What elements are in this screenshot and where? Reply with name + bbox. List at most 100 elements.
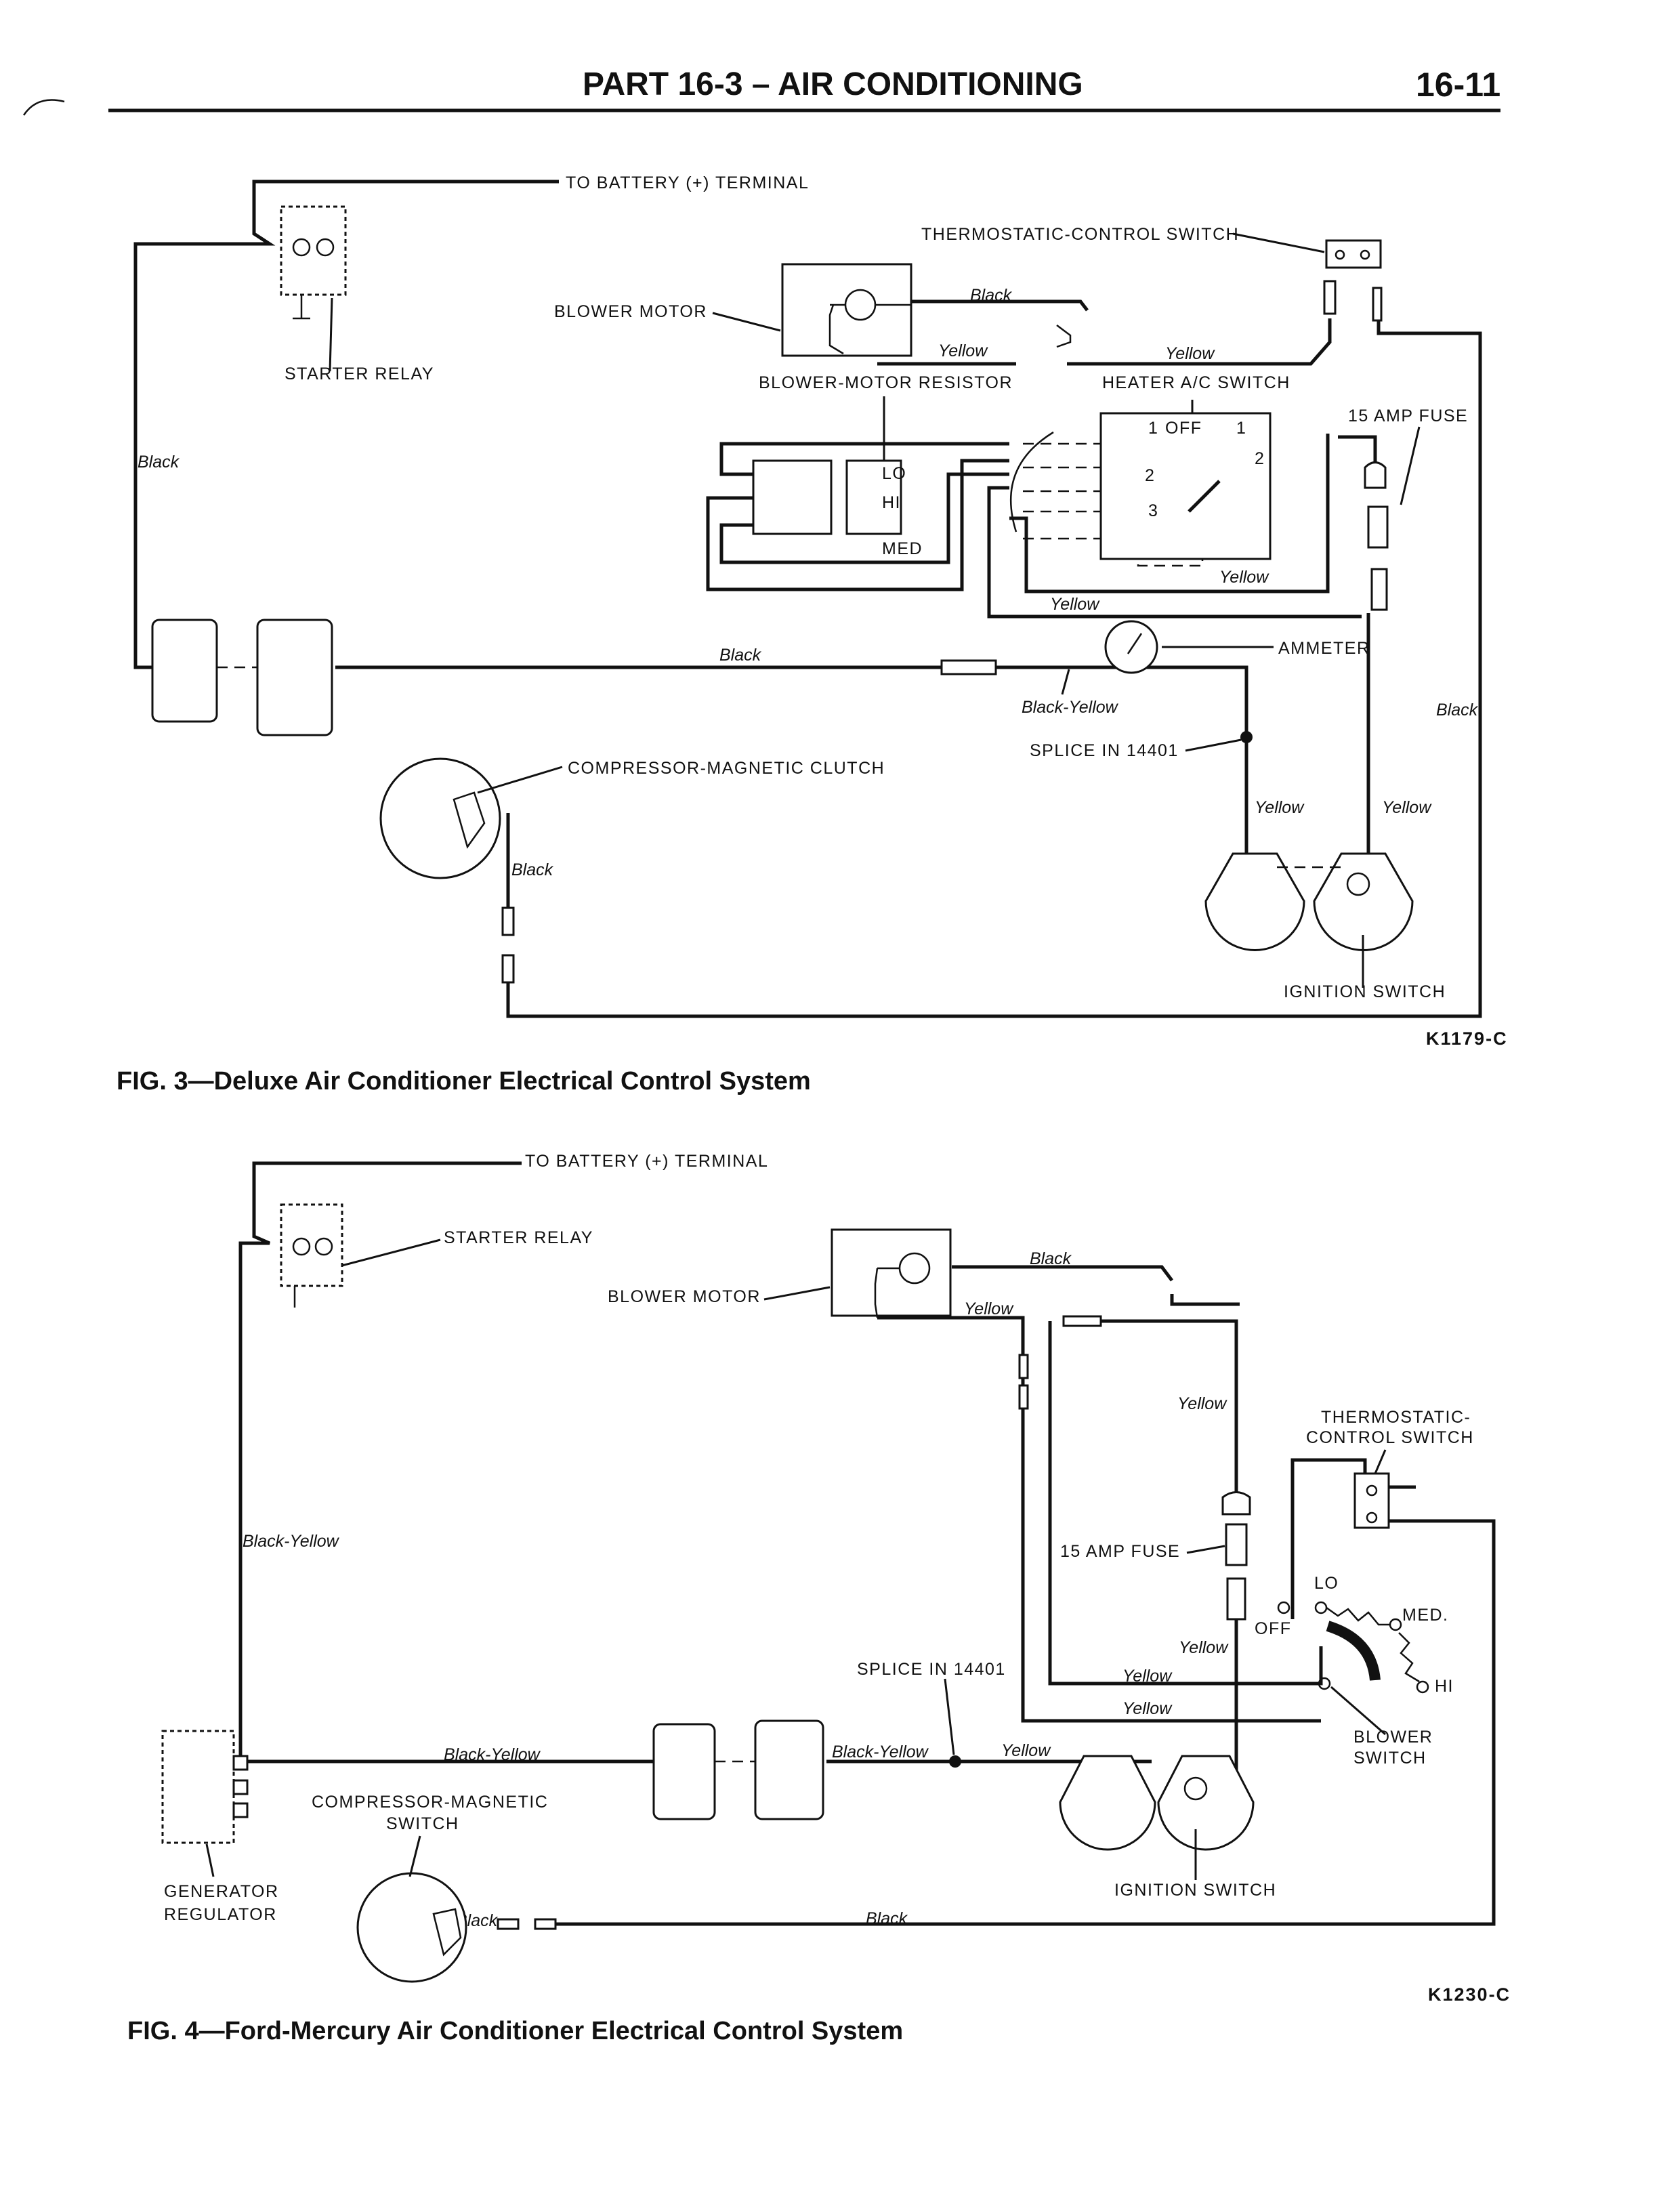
fig4-wire-label-yellow-2: Yellow — [1177, 1394, 1227, 1413]
fig4-label-fuse: 15 AMP FUSE — [1060, 1542, 1180, 1561]
fig3-wire-label-yellow-2: Yellow — [1165, 344, 1215, 363]
fig3-ammeter — [1104, 620, 1158, 674]
fig4-label-battery: TO BATTERY (+) TERMINAL — [525, 1152, 768, 1171]
fig3-code: K1179-C — [1426, 1028, 1508, 1049]
fig3-left-connector-a — [151, 619, 218, 723]
fig4-connector-b — [754, 1719, 824, 1820]
fig3-label-ignition: IGNITION SWITCH — [1284, 982, 1446, 1001]
fig3-label-hi: HI — [882, 493, 901, 512]
fig4-wire-label-black-yellow-left: Black-Yellow — [243, 1532, 340, 1551]
fig4-leader-thermostat — [1374, 1449, 1387, 1474]
fig4-leader-regulator — [205, 1843, 215, 1877]
fig4-label-thermostatic-2: CONTROL SWITCH — [1306, 1428, 1474, 1447]
page-corner-mark — [22, 99, 65, 116]
fig4-label-splice: SPLICE IN 14401 — [857, 1660, 1006, 1679]
fig3-ground — [1056, 325, 1072, 348]
fig3-leader-starter — [329, 297, 333, 372]
fig3-label-pos-3: 3 — [1148, 501, 1158, 520]
fig4-label-off: OFF — [1255, 1619, 1292, 1638]
fig3-leader-thermostat — [1232, 232, 1325, 253]
fig3-leader-fuse — [1400, 426, 1421, 505]
fig3-label-pos-2a: 2 — [1255, 449, 1265, 468]
fig4-wire-label-yellow-1: Yellow — [964, 1299, 1014, 1318]
fig4-blower-motor — [831, 1228, 952, 1317]
fig4-leader-clutch — [408, 1835, 421, 1877]
header-page-number: 16-11 — [1416, 66, 1500, 104]
fig3-label-blower-resistor: BLOWER-MOTOR RESISTOR — [759, 373, 1013, 392]
fig3-wire-label-yellow-4: Yellow — [1050, 595, 1100, 614]
fig4-wire-black-top — [952, 1265, 1173, 1282]
fig4-wire-label-yellow-6: Yellow — [1122, 1699, 1173, 1718]
fig3-leader-clutch — [477, 766, 563, 794]
fig3-wire-yellow-2 — [1067, 318, 1332, 366]
fig3-wire-label-black-right: Black — [1436, 701, 1479, 719]
fig4-wire-battery — [238, 1161, 522, 1761]
fig3-ignition-switch-right — [1313, 852, 1414, 951]
fig4-leader-starter — [341, 1238, 441, 1267]
fig3-label-blower-motor: BLOWER MOTOR — [554, 302, 707, 321]
fig4-wire-label-black-top: Black — [1030, 1249, 1072, 1268]
fig4-fuse-cap — [1221, 1491, 1251, 1516]
fig3-thermostatic-switch — [1325, 239, 1382, 269]
fig3-wire-label-black-left: Black — [138, 453, 180, 472]
fig4-label-regulator-1: GENERATOR — [164, 1882, 279, 1901]
fig3-inline-connector — [940, 659, 997, 675]
fig3-label-splice: SPLICE IN 14401 — [1030, 741, 1179, 760]
fig3-label-fuse: 15 AMP FUSE — [1348, 406, 1468, 425]
fig4-wire-label-black-yellow-2: Black-Yellow — [832, 1743, 929, 1761]
fig4-label-blower-motor: BLOWER MOTOR — [608, 1287, 761, 1306]
fig4-wire-black-bottom — [535, 1519, 1496, 1926]
fig4-label-thermostatic-1: THERMOSTATIC- — [1321, 1408, 1471, 1427]
fig3-label-ammeter: AMMETER — [1278, 639, 1370, 658]
fig3-relay-coil — [292, 238, 311, 257]
fig4-leader-blower-switch — [1330, 1686, 1386, 1736]
fig3-blower-resistor — [752, 459, 833, 535]
fig4-wire-yellow-2 — [1101, 1319, 1238, 1497]
fig3-label-thermostatic-switch: THERMOSTATIC-CONTROL SWITCH — [921, 225, 1239, 244]
fig4-label-blower-switch-1: BLOWER — [1353, 1728, 1433, 1747]
fig3-starter-relay — [280, 205, 347, 296]
fig3-wire-label-black-clutch: Black — [511, 860, 554, 879]
fig3-wire-label-black-yellow: Black-Yellow — [1022, 698, 1119, 717]
fig4-thermostatic-switch — [1353, 1472, 1390, 1529]
fig3-label-battery: TO BATTERY (+) TERMINAL — [566, 173, 809, 192]
fig4-label-clutch-2: SWITCH — [386, 1814, 459, 1833]
header-title: PART 16-3 – AIR CONDITIONING — [583, 66, 1083, 102]
fig4-blower-resistor-coil — [1326, 1606, 1390, 1626]
fig4-compressor-clutch — [356, 1872, 467, 1983]
fig3-caption: FIG. 3—Deluxe Air Conditioner Electrical… — [117, 1067, 811, 1096]
fig4-ignition-switch-right — [1157, 1755, 1255, 1851]
fig3-wire-label-yellow-5: Yellow — [1255, 798, 1305, 817]
fig3-wire-label-yellow-1: Yellow — [938, 341, 988, 360]
fig4-connector-a — [652, 1723, 716, 1820]
fig3-resistor-wire-3 — [719, 472, 1009, 564]
fig3-ignition-switch-left — [1204, 852, 1305, 951]
fig3-wire-battery-left — [133, 180, 559, 669]
fig3-wire-label-yellow-6: Yellow — [1382, 798, 1432, 817]
fig4-code: K1230-C — [1428, 1984, 1511, 2005]
fig3-wire-fuse-top — [1338, 435, 1377, 467]
fig4-starter-relay — [280, 1203, 343, 1287]
fig3-compressor-clutch — [379, 757, 501, 879]
fig3-switch-blade — [1188, 480, 1221, 513]
fig3-label-starter-relay: STARTER RELAY — [285, 364, 434, 383]
fig3-resistor-wire-2 — [706, 459, 1009, 591]
fig3-leader-black-yellow — [1061, 669, 1070, 695]
fig4-blower-switch-off — [1277, 1601, 1290, 1614]
fig4-fuse — [1225, 1523, 1248, 1566]
fig4-leader-blower — [763, 1286, 831, 1301]
fig3-fuse-cap — [1364, 461, 1387, 489]
fig4-caption: FIG. 4—Ford-Mercury Air Conditioner Elec… — [127, 2017, 903, 2045]
fig4-leader-fuse — [1186, 1545, 1225, 1554]
fig4-label-med: MED. — [1402, 1606, 1449, 1625]
fig3-wire-black-top — [911, 299, 1089, 312]
fig3-wire-yellow-4 — [987, 486, 1362, 619]
fig4-diagram: TO BATTERY (+) TERMINAL STARTER RELAY BL… — [161, 1152, 1496, 1983]
fig3-label-clutch: COMPRESSOR-MAGNETIC CLUTCH — [568, 759, 885, 778]
fig4-generator-regulator — [161, 1730, 235, 1844]
fig4-splice-dot — [949, 1755, 961, 1768]
fig4-wire-yellow-1 — [877, 1316, 1321, 1723]
fig3-leader-blower — [712, 312, 781, 332]
fig3-heater-ac-switch — [1099, 412, 1272, 560]
